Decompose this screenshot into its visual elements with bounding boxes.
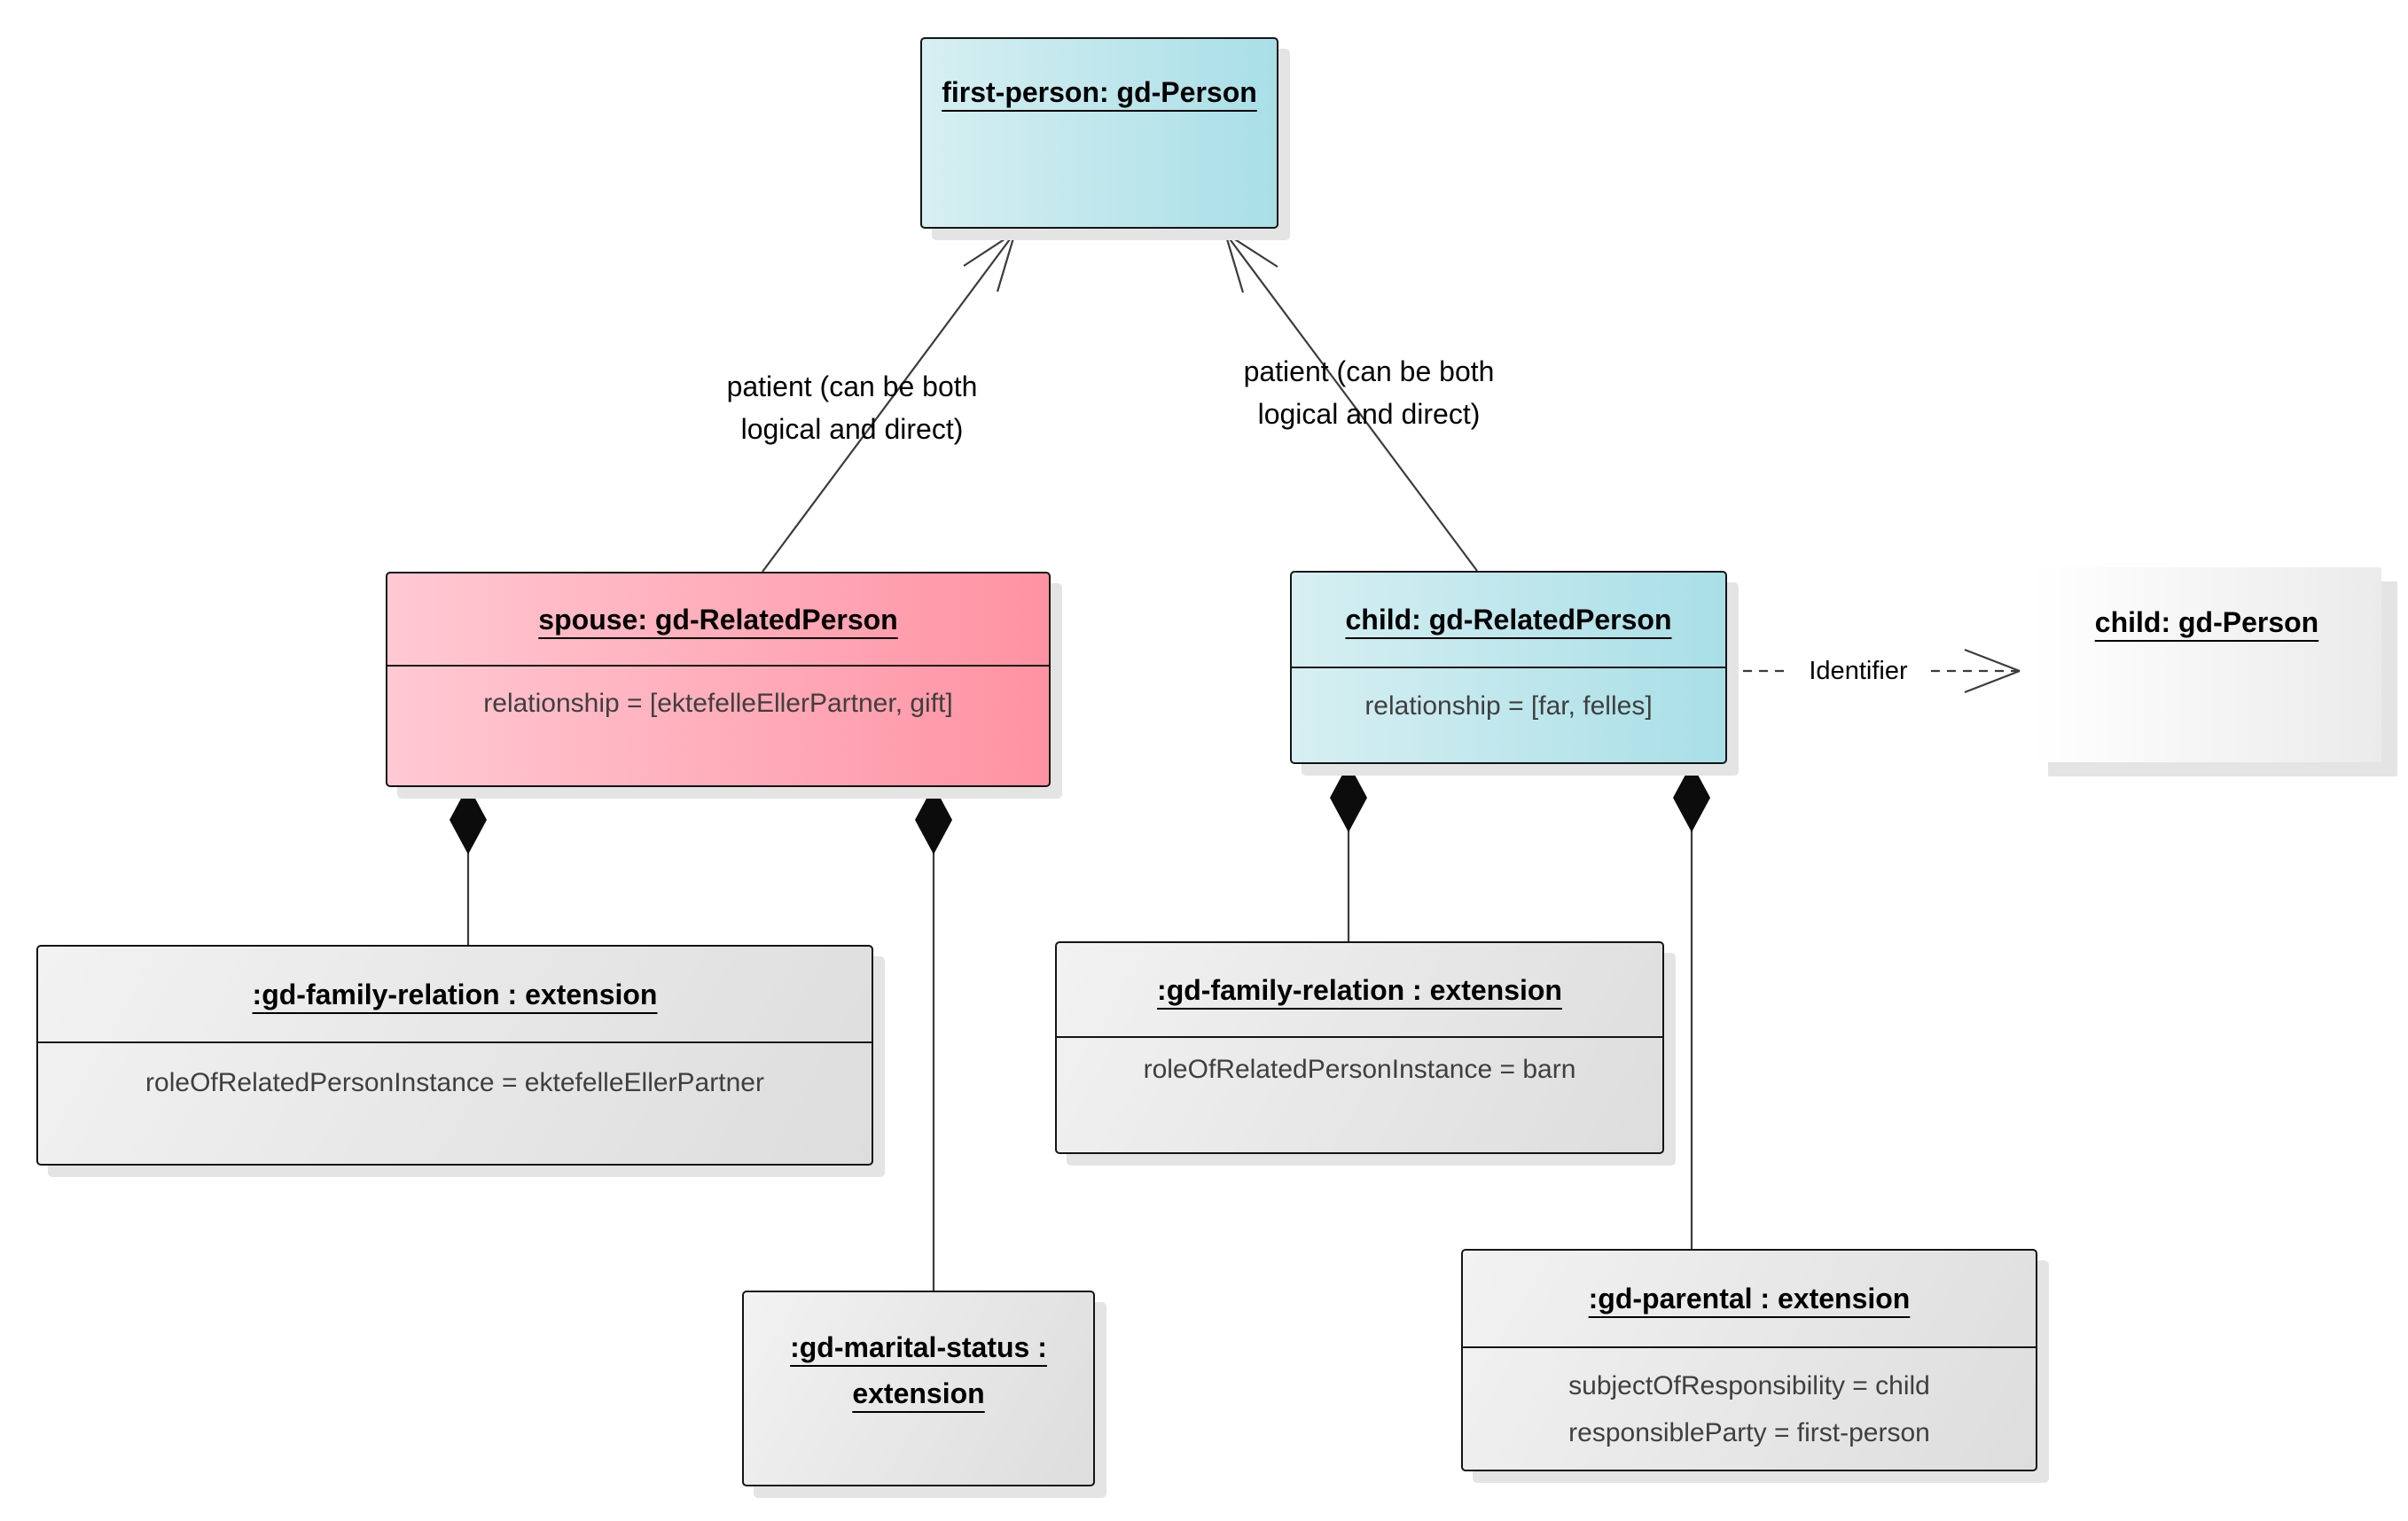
edge-label-line: patient (can be both xyxy=(726,370,978,402)
composition-spouse-family-relation xyxy=(450,785,487,945)
composition-child-family-relation xyxy=(1330,763,1367,941)
association-spouse-to-first-person xyxy=(762,231,1017,573)
node-attribute: relationship = [ektefelleEllerPartner, g… xyxy=(483,689,953,718)
node-title: first-person: gd-Person xyxy=(942,76,1257,108)
node-attributes: subjectOfResponsibility = child responsi… xyxy=(1463,1346,2036,1456)
identifier-dependency-arrow xyxy=(1727,648,2021,694)
edge-label-line: patient (can be both xyxy=(1243,355,1495,387)
node-title: :gd-marital-status : extension xyxy=(790,1331,1047,1409)
object-node-family-relation-extension-child: :gd-family-relation : extension roleOfRe… xyxy=(1055,941,1664,1154)
edge-label-line: logical and direct) xyxy=(740,413,964,445)
node-attribute: roleOfRelatedPersonInstance = barn xyxy=(1143,1055,1576,1084)
object-node-parental-extension: :gd-parental : extension subjectOfRespon… xyxy=(1461,1249,2037,1471)
node-attribute: relationship = [far, felles] xyxy=(1364,691,1653,721)
composition-child-parental xyxy=(1673,763,1710,1249)
node-attributes: relationship = [ektefelleEllerPartner, g… xyxy=(387,665,1049,722)
aggregation-diamond xyxy=(1330,763,1367,832)
edge-label-patient-left: patient (can be both logical and direct) xyxy=(675,365,1029,450)
node-attributes: roleOfRelatedPersonInstance = barn xyxy=(1057,1036,1662,1088)
node-title: :gd-family-relation : extension xyxy=(252,978,658,1010)
node-title: child: gd-Person xyxy=(2094,606,2319,638)
node-title: :gd-parental : extension xyxy=(1588,1283,1911,1314)
edge-label-identifier: Identifier xyxy=(1809,657,1908,685)
node-attribute: subjectOfResponsibility = child xyxy=(1568,1371,1930,1400)
node-attribute: responsibleParty = first-person xyxy=(1568,1418,1930,1447)
node-attributes: roleOfRelatedPersonInstance = ektefelleE… xyxy=(38,1041,872,1101)
aggregation-diamond xyxy=(450,785,487,854)
composition-spouse-marital-status xyxy=(915,785,952,1291)
edge-label-line: logical and direct) xyxy=(1257,398,1481,430)
node-title: :gd-family-relation : extension xyxy=(1157,973,1562,1006)
node-title: spouse: gd-RelatedPerson xyxy=(538,603,898,636)
object-node-spouse: spouse: gd-RelatedPerson relationship = … xyxy=(386,572,1051,787)
object-node-marital-status-extension: :gd-marital-status : extension xyxy=(742,1291,1095,1486)
node-title: child: gd-RelatedPerson xyxy=(1345,604,1672,636)
node-attributes: relationship = [far, felles] xyxy=(1292,667,1725,724)
aggregation-diamond xyxy=(1673,763,1710,832)
aggregation-diamond xyxy=(915,785,952,854)
edge-label-patient-right: patient (can be both logical and direct) xyxy=(1192,350,1546,435)
object-node-child-person: child: gd-Person xyxy=(2032,567,2381,762)
association-child-to-first-person xyxy=(1224,232,1478,572)
object-node-child-related-person: child: gd-RelatedPerson relationship = [… xyxy=(1290,571,1727,764)
object-node-family-relation-extension-spouse: :gd-family-relation : extension roleOfRe… xyxy=(36,945,873,1166)
object-node-first-person: first-person: gd-Person xyxy=(920,37,1278,229)
node-attribute: roleOfRelatedPersonInstance = ektefelleE… xyxy=(145,1068,764,1097)
